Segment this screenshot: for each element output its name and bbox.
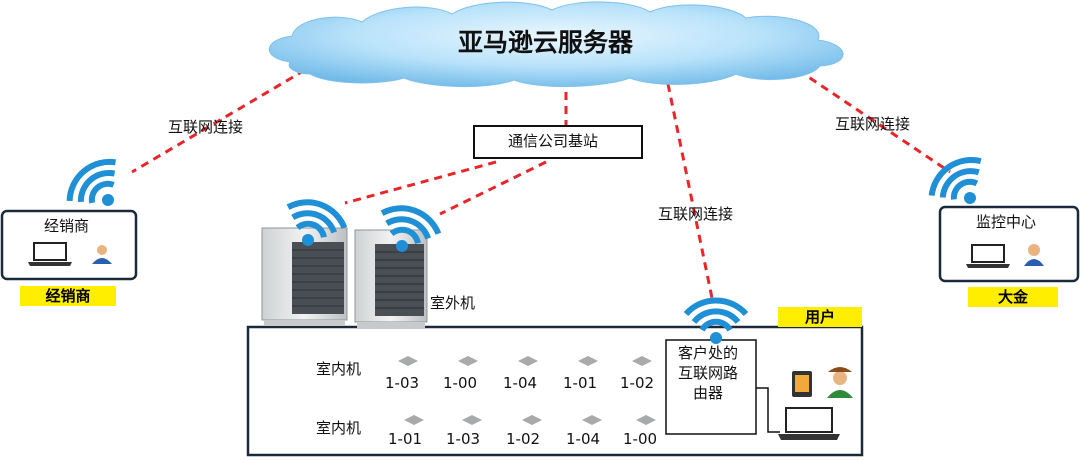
laptop-icon-user [778, 407, 840, 440]
indoor-unit-2-4: 1-04 [566, 430, 601, 448]
person-icon-user [827, 367, 853, 398]
outdoor-unit-1 [261, 227, 348, 326]
user-tag: 用户 [778, 307, 862, 327]
router-laptop-cable [756, 387, 780, 433]
link-label-router: 互联网连接 [658, 205, 734, 223]
indoor-unit-icon-1-1 [398, 356, 418, 366]
wifi-icon-router [683, 297, 749, 344]
monitor-box-label: 监控中心 [976, 213, 1037, 231]
indoor-unit-1-1: 1-03 [385, 374, 420, 392]
cloud-label: 亚马逊云服务器 [458, 28, 634, 57]
indoor-unit-1-5: 1-02 [620, 374, 655, 392]
indoor-unit-icon-1-4 [578, 356, 598, 366]
indoor-unit-icon-2-5 [636, 415, 656, 425]
indoor-unit-icon-1-3 [518, 356, 538, 366]
person-icon-dealer [92, 245, 112, 264]
indoor-unit-icon-2-2 [462, 415, 482, 425]
indoor-unit-1-3: 1-04 [503, 374, 538, 392]
indoor-row-2-label: 室内机 [316, 419, 362, 437]
indoor-unit-icon-2-1 [404, 415, 424, 425]
router-label-line3: 由器 [693, 384, 724, 402]
outdoor-unit-2 [354, 229, 428, 328]
link-label-right: 互联网连接 [835, 115, 911, 133]
wifi-icon-outdoor-1 [286, 199, 348, 246]
cloud-shape [268, 1, 844, 88]
link-label-left: 互联网连接 [168, 118, 244, 136]
user-area-box [246, 325, 864, 457]
indoor-unit-icon-2-3 [522, 415, 542, 425]
router-label-line1: 客户处的 [678, 344, 739, 362]
link-cloud-router [666, 83, 714, 299]
indoor-unit-icon-1-5 [632, 356, 652, 366]
indoor-unit-1-4: 1-01 [563, 374, 598, 392]
wifi-icon-outdoor-2 [380, 205, 442, 252]
wifi-icon-dealer [66, 158, 117, 206]
indoor-unit-icon-2-4 [582, 415, 602, 425]
laptop-icon-monitor [966, 244, 1010, 268]
monitor-tag: 大金 [968, 287, 1058, 307]
indoor-unit-2-3: 1-02 [506, 430, 541, 448]
indoor-row-1-label: 室内机 [316, 360, 362, 378]
connection-lines [131, 68, 951, 299]
indoor-unit-2-5: 1-00 [623, 430, 658, 448]
wifi-icon-monitor [928, 157, 982, 204]
indoor-unit-icon-1-2 [458, 356, 478, 366]
dealer-box-label: 经销商 [44, 217, 90, 235]
dealer-tag: 经销商 [20, 286, 116, 306]
link-basestation-outdoor-2 [439, 160, 547, 216]
indoor-unit-2-2: 1-03 [446, 430, 481, 448]
link-cloud-dealer [131, 68, 306, 174]
indoor-unit-1-2: 1-00 [443, 374, 478, 392]
router-label-line2: 互联网路 [678, 364, 739, 382]
base-station-label: 通信公司基站 [508, 132, 599, 150]
laptop-icon-dealer [28, 242, 72, 266]
outdoor-label: 室外机 [430, 294, 476, 312]
link-basestation-outdoor-1 [344, 160, 497, 205]
link-cloud-monitor [797, 68, 951, 174]
indoor-unit-marks [398, 356, 656, 425]
indoor-unit-2-1: 1-01 [388, 430, 423, 448]
person-icon-monitor [1024, 244, 1044, 266]
tablet-icon [792, 371, 812, 397]
base-station-box [473, 125, 643, 159]
